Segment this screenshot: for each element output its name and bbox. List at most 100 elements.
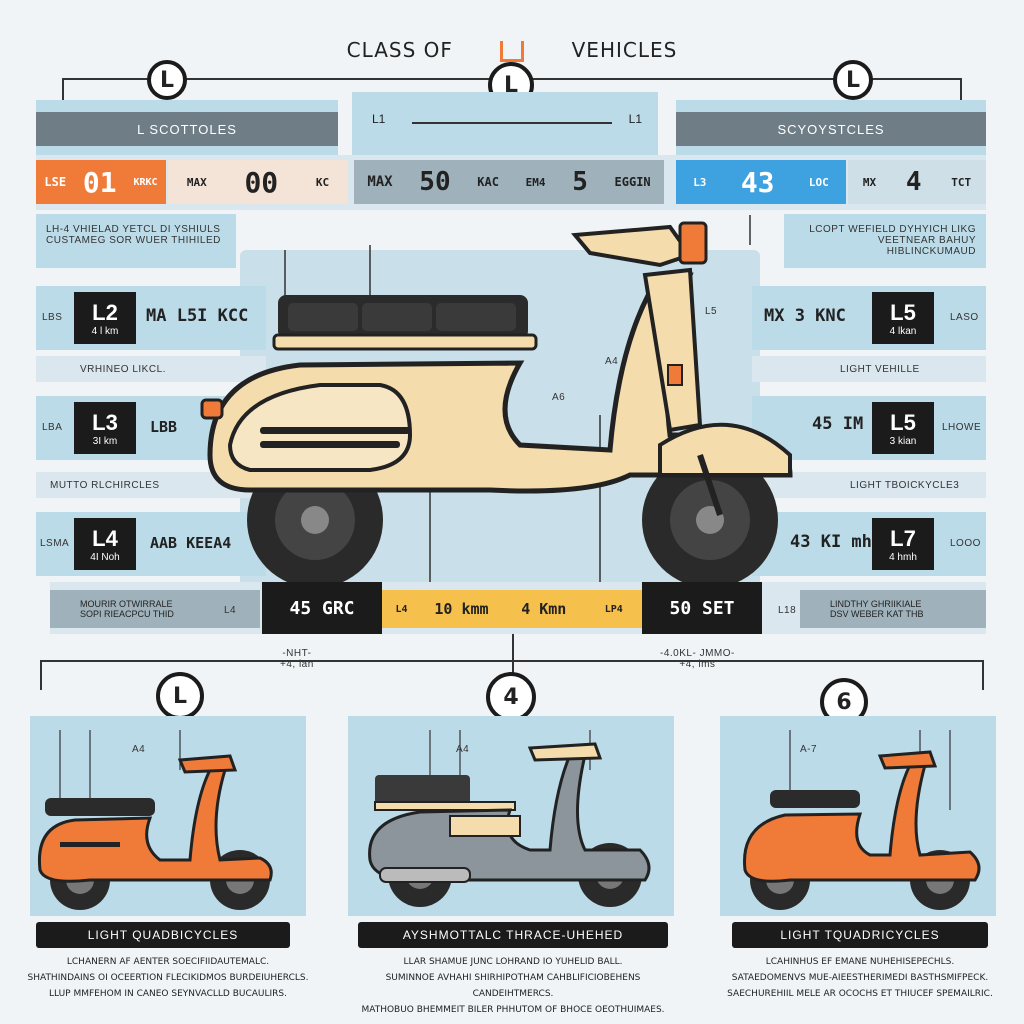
under-note-right-2: +4, lms bbox=[679, 659, 716, 670]
right-row-3-text: 43 KI mh bbox=[790, 532, 872, 552]
center-right-label: L1 bbox=[628, 112, 642, 126]
top-panel-center bbox=[352, 92, 658, 157]
under-note-left: -NHT- +4, lan bbox=[280, 648, 314, 670]
under-note-right: -4.0KL- JMMO- +4, lms bbox=[660, 648, 735, 670]
right-row-1-badge: L5 4 lkan bbox=[872, 292, 934, 344]
spec-4-big: 5 bbox=[572, 167, 588, 197]
spec-cell-6: MX 4 TCT bbox=[848, 160, 986, 204]
spec-cell-1: LSE 01 KRKC bbox=[36, 160, 166, 204]
spec-3-small: MAX bbox=[367, 174, 393, 190]
info-right-line-1: LCOPT WEFIELD DYHYICH LIKG bbox=[809, 224, 976, 235]
info-left-line-1: LH-4 VHIELAD YETCL DI YSHIULS bbox=[46, 224, 221, 235]
right-row-1-sub: 4 lkan bbox=[889, 325, 917, 337]
card-3-desc-1: LCAHINHUS EF EMANE NUHEHISEPECHLS. bbox=[765, 957, 955, 967]
bottom-value-4: 50 SET bbox=[642, 582, 762, 634]
card-2-desc: LLAR SHAMUE JUNC LOHRAND IO YUHELID BALL… bbox=[348, 954, 678, 1018]
card-1-label: A4 bbox=[132, 744, 146, 755]
bottom-v4-text: 50 SET bbox=[669, 597, 735, 619]
left-row-3-code: L4 bbox=[92, 525, 118, 551]
bottom-v2-tag: L4 bbox=[395, 603, 408, 615]
info-box-right: LCOPT WEFIELD DYHYICH LIKG VEETNEAR BAHU… bbox=[784, 214, 986, 268]
right-row-3-badge: L7 4 hmh bbox=[872, 518, 934, 570]
left-row-1-code: L2 bbox=[92, 299, 118, 325]
spec-2-big: 00 bbox=[244, 165, 279, 199]
under-note-right-1: -4.0KL- JMMO- bbox=[660, 648, 735, 659]
bottom-connector-l bbox=[40, 660, 42, 690]
class-circle-right: L bbox=[833, 60, 873, 100]
right-label-2: LIGHT TBOICKYCLE3 bbox=[850, 480, 960, 491]
bottom-left-line-2: SOPI RIEACPCU THID bbox=[80, 609, 174, 619]
spec-4-unit: EGGIN bbox=[614, 175, 651, 189]
card-1-scooter bbox=[37, 730, 273, 910]
left-row-3-badge: L4 4I Noh bbox=[74, 518, 136, 570]
card-1-desc-3: LLUP MMFEHOM IN CANEO SEYNVACLLD BUCAULI… bbox=[49, 989, 287, 999]
right-row-1-text: MX 3 KNC bbox=[764, 306, 846, 326]
scooters-label: L SCOTTOLES bbox=[137, 121, 237, 137]
spec-cell-5: L3 43 LOC bbox=[676, 160, 846, 204]
under-note-left-1: -NHT- bbox=[282, 648, 312, 659]
scooters-right-bar: SCYOYSTCLES bbox=[676, 112, 986, 146]
card-3-label: A-7 bbox=[800, 744, 818, 755]
bottom-spec-left: MOURIR OTWIRRALE SOPI RIEACPCU THID bbox=[50, 590, 260, 628]
mid-label-3: A6 bbox=[552, 392, 566, 403]
bottom-value-3: 4 Kmn LP4 bbox=[502, 590, 642, 628]
left-row-1-tag: LBS bbox=[42, 312, 63, 323]
mid-label-2: A4 bbox=[605, 356, 619, 367]
bottom-value-1: 45 GRC bbox=[262, 582, 382, 634]
info-right-line-2: VEETNEAR BAHUY HIBLINCKUMAUD bbox=[877, 235, 976, 257]
right-row-3-tag: LOOO bbox=[950, 538, 981, 549]
right-row-3-sub: 4 hmh bbox=[889, 551, 917, 563]
bottom-v3-tag: LP4 bbox=[604, 603, 623, 615]
group-circle-2: 4 bbox=[486, 672, 536, 722]
left-row-1-sub: 4 l km bbox=[91, 325, 119, 337]
left-row-2-text: LBB bbox=[150, 418, 178, 436]
main-scooter-illustration bbox=[200, 215, 793, 590]
card-3-desc-2: SATAEDOMENVS MUE-AIEESTHERIMEDI BASTHSMI… bbox=[731, 973, 989, 983]
scooters-bar: L SCOTTOLES bbox=[36, 112, 338, 146]
left-label-1-bg bbox=[36, 356, 266, 382]
right-row-1 bbox=[752, 286, 986, 350]
center-left-label: L1 bbox=[372, 112, 386, 126]
right-row-2-badge: L5 3 kian bbox=[872, 402, 934, 454]
card-1-bar: LIGHT QUADBICYCLES bbox=[36, 922, 290, 948]
spec-3-big: 50 bbox=[419, 167, 451, 197]
spec-1-small: LSE bbox=[44, 175, 67, 189]
center-range: L1 L1 bbox=[372, 112, 652, 142]
bottom-connector-r bbox=[982, 660, 984, 690]
left-row-1-text: MA L5I KCC bbox=[146, 306, 249, 326]
left-row-2-tag: LBA bbox=[42, 422, 63, 433]
bottom-spec-right: LINDTHY GHRIIKIALE DSV WEBER KAT THB bbox=[800, 590, 986, 628]
spec-1-big: 01 bbox=[82, 165, 117, 199]
card-2-bar-label: AYSHMOTTALC THRACE-UHEHED bbox=[402, 928, 624, 942]
card-2-desc-2: SUMINNOE AVHAHI SHIRHIPOTHAM CAHBLIFICIO… bbox=[385, 973, 641, 999]
spec-2-unit: KC bbox=[315, 175, 330, 189]
left-row-2-sub: 3I km bbox=[92, 435, 118, 447]
group-circle-1: L bbox=[156, 672, 204, 720]
class-circle-left: L bbox=[147, 60, 187, 100]
spec-6-big: 4 bbox=[905, 167, 922, 197]
card-2-label: A4 bbox=[456, 744, 470, 755]
right-label-1: LIGHT VEHILLE bbox=[840, 364, 920, 375]
card-3-bar: LIGHT TQUADRICYCLES bbox=[732, 922, 988, 948]
right-label-1-bg bbox=[752, 356, 986, 382]
spec-cell-2: MAX 00 KC bbox=[168, 160, 348, 204]
info-box-left: LH-4 VHIELAD YETCL DI YSHIULS CUSTAMEG S… bbox=[36, 214, 236, 268]
left-row-2-code: L3 bbox=[92, 409, 118, 435]
card-3-desc: LCAHINHUS EF EMANE NUHEHISEPECHLS. SATAE… bbox=[712, 954, 1008, 1002]
title-icon bbox=[500, 41, 525, 62]
mid-label-1: L5 bbox=[705, 306, 718, 317]
card-2-scooter bbox=[368, 730, 651, 907]
bottom-value-2: L4 10 kmm bbox=[382, 590, 502, 628]
left-row-3-sub: 4I Noh bbox=[90, 551, 120, 563]
page-title: CLASS OF VEHICLES bbox=[0, 38, 1024, 62]
bottom-left-tag: L4 bbox=[224, 605, 237, 616]
spec-5-big: 43 bbox=[740, 165, 775, 199]
right-row-1-code: L5 bbox=[890, 299, 916, 325]
card-1-desc-2: SHATHINDAINS OI OCEERTION FLECIKIDMOS BU… bbox=[27, 973, 309, 983]
top-connector-l bbox=[62, 78, 64, 100]
left-row-2-badge: L3 3I km bbox=[74, 402, 136, 454]
top-connector-r bbox=[960, 78, 962, 100]
spec-5-unit: LOC bbox=[808, 175, 829, 189]
bottom-right-line-2: DSV WEBER KAT THB bbox=[830, 609, 924, 619]
right-row-2-tag: LHOWE bbox=[942, 422, 982, 433]
